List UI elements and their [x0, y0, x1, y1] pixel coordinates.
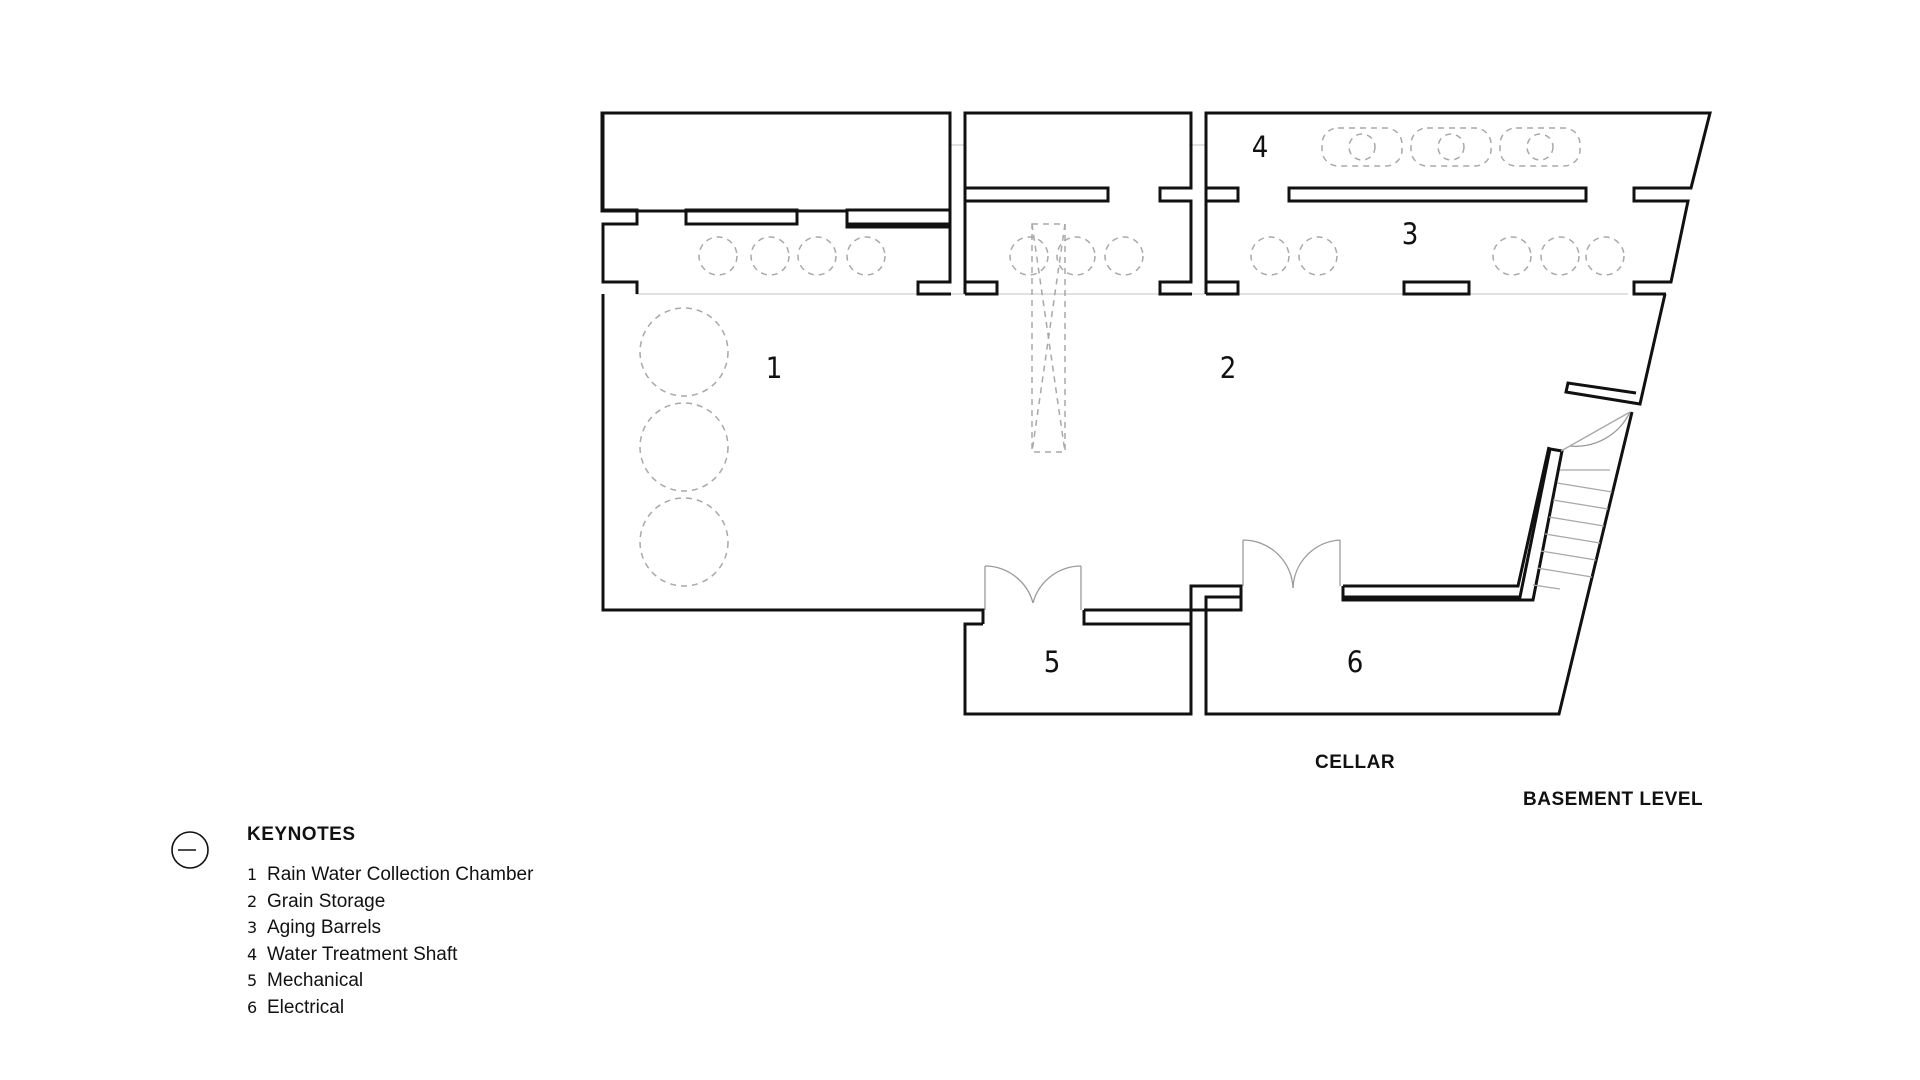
keynotes-title: KEYNOTES [247, 824, 356, 845]
room-number-1: 1 [766, 351, 783, 385]
room-number-6: 6 [1347, 645, 1364, 679]
room-number-5: 5 [1044, 645, 1061, 679]
main-hall-walls [601, 293, 1667, 716]
level-label: BASEMENT LEVEL [1523, 789, 1704, 810]
bay-3-walls [1204, 111, 1712, 296]
bay-1-walls [600, 111, 952, 296]
room-numbers: 1 2 3 4 5 6 [766, 130, 1419, 679]
cellar-label: CELLAR [1315, 752, 1396, 773]
stairs [1532, 411, 1631, 590]
bay-2-walls [963, 111, 1193, 296]
room-number-4: 4 [1252, 130, 1269, 164]
doors [984, 411, 1631, 610]
thin-lines [636, 144, 1628, 295]
dashed-equipment [639, 127, 1625, 587]
room-number-2: 2 [1220, 351, 1237, 385]
north-arrow-icon [171, 831, 209, 869]
room-number-3: 3 [1402, 217, 1419, 251]
